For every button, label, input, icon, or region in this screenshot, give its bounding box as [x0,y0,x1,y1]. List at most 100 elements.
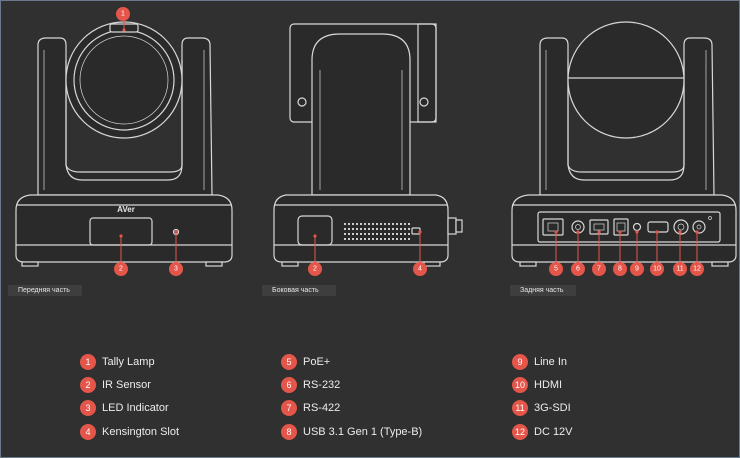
side-vents [344,223,410,240]
vent-hole [348,238,350,240]
side-view-camera [273,23,463,267]
vent-hole [356,233,358,235]
legend-label: PoE+ [303,356,331,368]
svg-text:10: 10 [653,266,661,273]
svg-text:7: 7 [597,266,601,273]
svg-text:3: 3 [174,266,178,273]
vent-hole [376,233,378,235]
legend-label: LED Indicator [102,402,169,414]
vent-hole [344,233,346,235]
vent-hole [376,223,378,225]
vent-hole [364,223,366,225]
vent-hole [392,233,394,235]
vent-hole [396,233,398,235]
vent-hole [404,228,406,230]
svg-text:9: 9 [635,266,639,273]
vent-hole [352,228,354,230]
vent-hole [380,238,382,240]
vent-hole [404,238,406,240]
vent-hole [376,228,378,230]
vent-hole [376,238,378,240]
vent-hole [380,233,382,235]
vent-hole [360,228,362,230]
legend-label: Kensington Slot [102,426,180,438]
vent-hole [384,223,386,225]
vent-hole [400,223,402,225]
legend-badge: 2 [80,377,96,393]
legend-badge: 12 [512,424,528,440]
callout-7: 7 [592,262,606,276]
svg-text:2: 2 [313,266,317,273]
vent-hole [360,238,362,240]
legend-item: 4 Kensington Slot [80,423,179,441]
vent-hole [344,223,346,225]
vent-hole [408,233,410,235]
callout-4: 4 [413,262,427,276]
vent-hole [356,238,358,240]
callout-11: 11 [673,262,687,276]
vent-hole [388,238,390,240]
callout-6: 6 [571,262,585,276]
vent-hole [400,238,402,240]
legend-item: 2 IR Sensor [80,376,151,394]
vent-hole [368,228,370,230]
svg-text:8: 8 [618,266,622,273]
vent-hole [384,238,386,240]
vent-hole [360,223,362,225]
front-view-label: Передняя часть [8,285,82,296]
vent-hole [404,223,406,225]
legend-badge: 7 [281,400,297,416]
callout-leaders [119,21,699,262]
callout-12: 12 [690,262,704,276]
callout-2-side: 2 [308,262,322,276]
legend-label: HDMI [534,379,563,391]
vent-hole [388,228,390,230]
legend-label: RS-422 [303,402,341,414]
callout-8: 8 [613,262,627,276]
callout-3: 3 [169,262,183,276]
vent-hole [364,228,366,230]
vent-hole [364,238,366,240]
vent-hole [380,228,382,230]
vent-hole [344,238,346,240]
vent-hole [352,233,354,235]
legend-badge: 11 [512,400,528,416]
legend-badge: 9 [512,354,528,370]
vent-hole [404,233,406,235]
vent-hole [348,223,350,225]
callout-2-front: 2 [114,262,128,276]
vent-hole [348,228,350,230]
vent-hole [408,223,410,225]
vent-hole [352,238,354,240]
vent-hole [392,223,394,225]
legend-label: RS-232 [303,379,341,391]
callout-9: 9 [630,262,644,276]
vent-hole [356,228,358,230]
vent-hole [380,223,382,225]
svg-text:2: 2 [119,266,123,273]
vent-hole [372,233,374,235]
legend-label: Tally Lamp [102,356,155,368]
vent-hole [368,238,370,240]
vent-hole [372,238,374,240]
svg-text:1: 1 [121,11,125,18]
vent-hole [348,233,350,235]
rear-view-label: Задняя часть [510,285,576,296]
vent-hole [396,238,398,240]
vent-hole [408,238,410,240]
vent-hole [388,223,390,225]
legend-label: IR Sensor [102,379,151,391]
vent-hole [396,228,398,230]
front-view-camera: AVer [15,21,233,267]
vent-hole [400,228,402,230]
vent-hole [352,223,354,225]
vent-hole [384,228,386,230]
legend-badge: 4 [80,424,96,440]
side-view-label: Боковая часть [262,285,336,296]
